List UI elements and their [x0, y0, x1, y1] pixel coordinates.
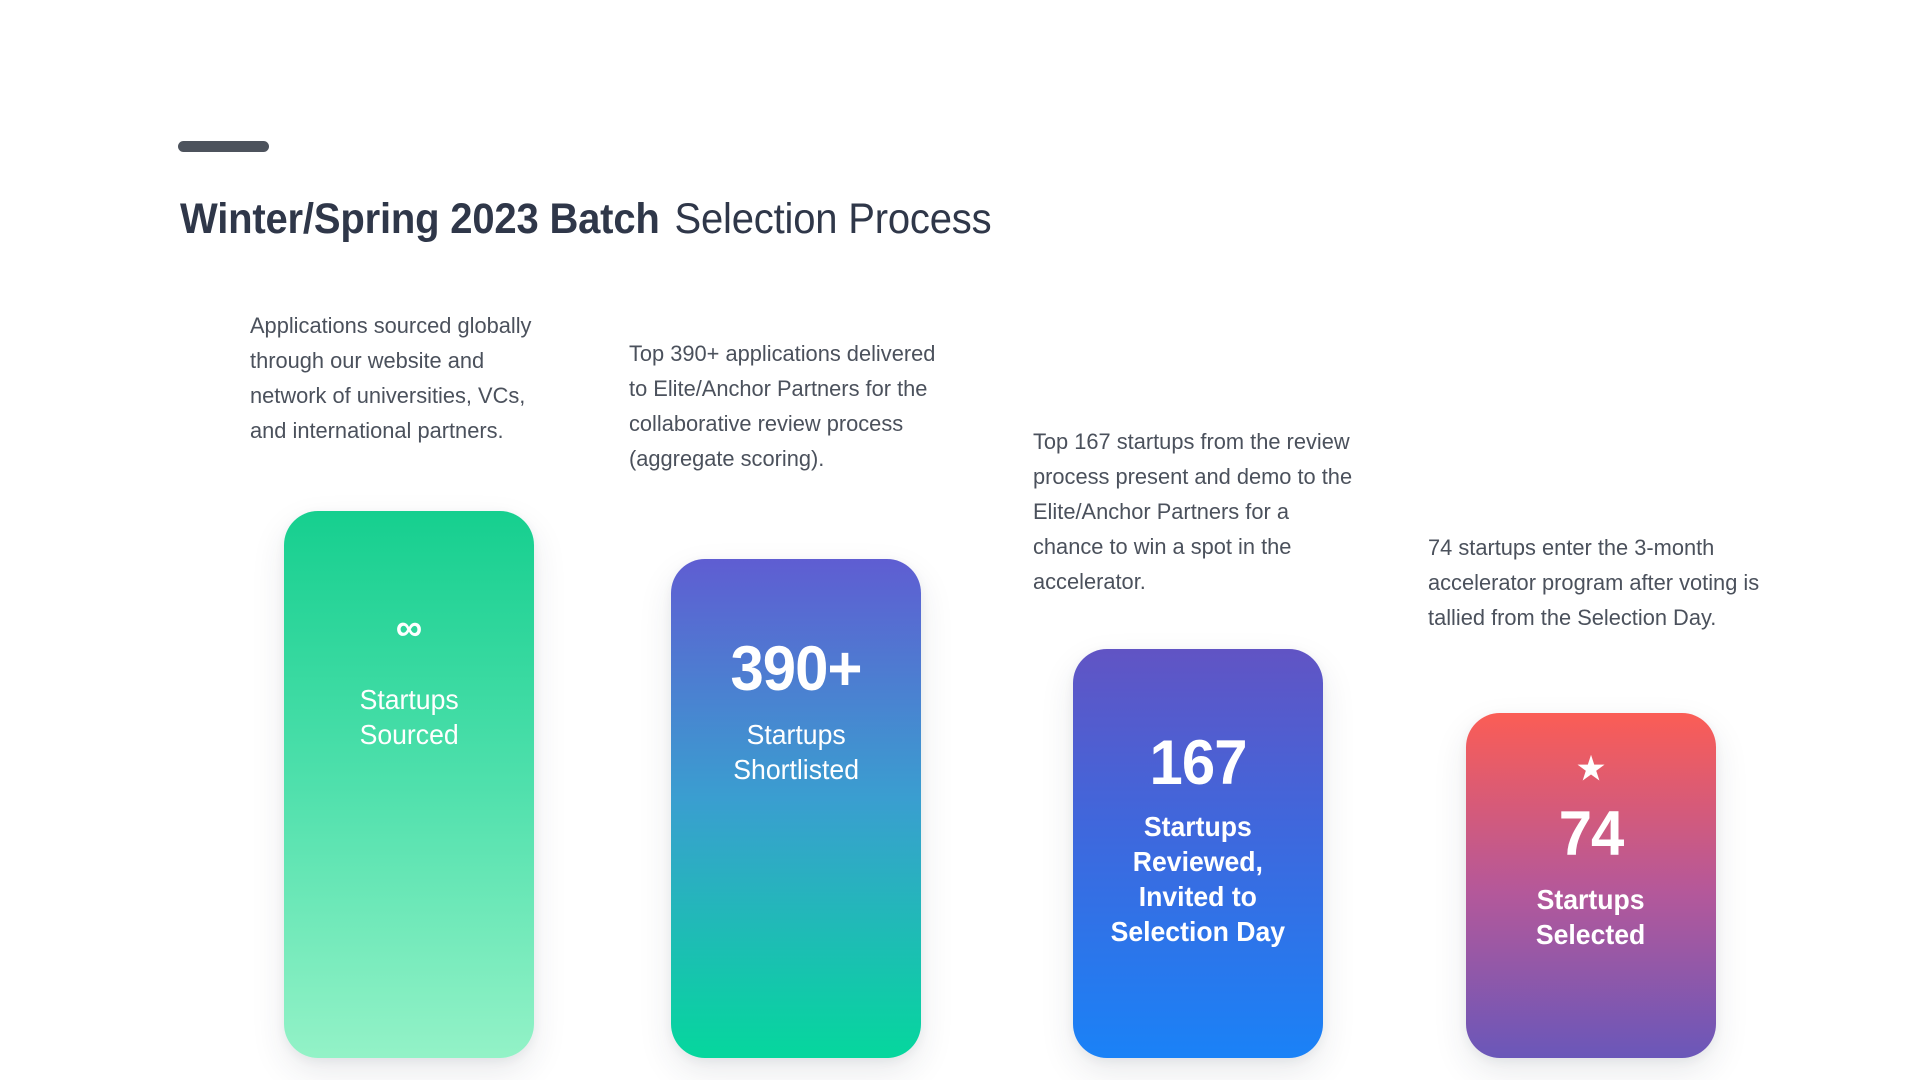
stat-card-number-reviewed: 167 — [1149, 728, 1247, 798]
stat-card-sourced[interactable]: ∞ Startups Sourced — [284, 511, 534, 1058]
page-title: Winter/Spring 2023 Batch Selection Proces… — [180, 193, 992, 245]
page-title-bold: Winter/Spring 2023 Batch — [180, 195, 660, 243]
stat-card-label-selected: Startups Selected — [1536, 884, 1646, 950]
stat-card-label-shortlisted: Startups Shortlisted — [733, 719, 859, 785]
stat-card-selected[interactable]: ★ 74 Startups Selected — [1466, 713, 1716, 1058]
star-icon: ★ — [1577, 751, 1605, 786]
stat-card-label-reviewed: Startups Reviewed, Invited to Selection … — [1110, 811, 1286, 947]
stat-card-label-sourced: Startups Sourced — [359, 684, 459, 750]
step-description-sourced: Applications sourced globally through ou… — [250, 313, 532, 443]
step-description-selected: 74 startups enter the 3-month accelerato… — [1428, 535, 1760, 630]
step-description-reviewed: Top 167 startups from the review process… — [1033, 429, 1353, 594]
stat-card-reviewed[interactable]: 167 Startups Reviewed, Invited to Select… — [1073, 649, 1323, 1058]
stat-card-shortlisted[interactable]: 390+ Startups Shortlisted — [671, 559, 921, 1058]
header-accent-bar — [178, 141, 269, 152]
step-description-shortlisted: Top 390+ applications delivered to Elite… — [629, 341, 936, 471]
page-title-regular: Selection Process — [674, 195, 992, 243]
stat-card-number-selected: 74 — [1558, 799, 1625, 869]
stat-card-number-shortlisted: 390+ — [730, 634, 862, 704]
infinity-icon: ∞ — [395, 607, 423, 648]
